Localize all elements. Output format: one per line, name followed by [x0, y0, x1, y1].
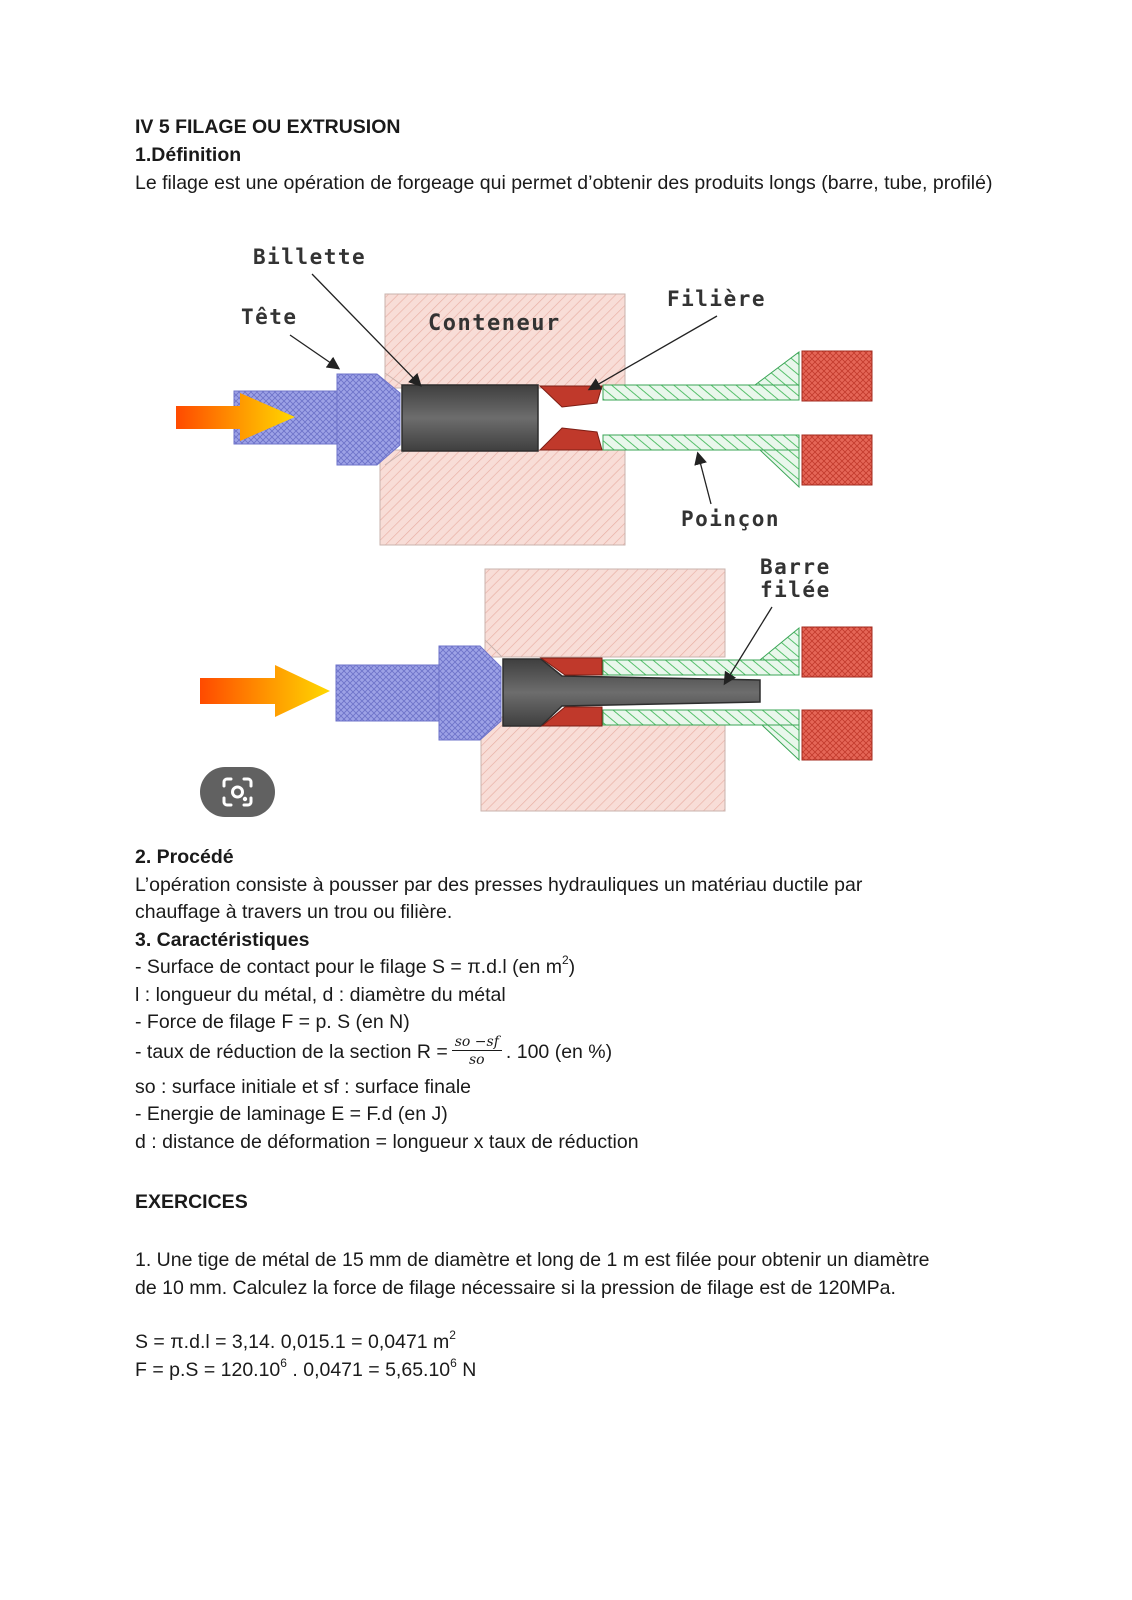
exercices-heading: EXERCICES — [135, 1191, 248, 1213]
mandrel-bottom-2 — [602, 709, 800, 726]
brick-bottom-2 — [801, 709, 873, 761]
definition-heading: 1.Définition — [135, 144, 242, 166]
mandrel-top-2 — [602, 659, 800, 676]
procede-line-1: L’opération consiste à pousser par des p… — [135, 874, 863, 896]
section-title: IV 5 FILAGE OU EXTRUSION — [135, 116, 401, 138]
label-filee: filée — [760, 578, 831, 602]
die-top — [538, 385, 603, 408]
force-formula: - Force de filage F = p. S (en N) — [135, 1011, 410, 1033]
force-arrow-bottom — [200, 665, 330, 717]
caracteristiques-heading: 3. Caractéristiques — [135, 929, 310, 951]
billet-extruded — [502, 658, 761, 727]
ram-rod-bottom — [335, 664, 440, 722]
definition-text: Le filage est une opération de forgeage … — [135, 172, 993, 194]
procede-line-2: chauffage à travers un trou ou filière. — [135, 901, 453, 923]
image-search-icon[interactable] — [200, 767, 275, 817]
label-filiere: Filière — [667, 287, 766, 311]
so-sf-definition: so : surface initiale et sf : surface fi… — [135, 1076, 471, 1098]
die-bottom — [538, 427, 603, 451]
d-definition: d : distance de déformation = longueur x… — [135, 1131, 639, 1153]
container-top-2 — [484, 568, 726, 658]
exercise-1-line-1: 1. Une tige de métal de 15 mm de diamètr… — [135, 1249, 930, 1271]
surface-formula: - Surface de contact pour le filage S = … — [135, 952, 576, 979]
mandrel-top — [602, 384, 800, 401]
exercise-1-line-2: de 10 mm. Calculez la force de filage né… — [135, 1277, 896, 1299]
label-tete: Tête — [241, 305, 298, 329]
l-d-definition: l : longueur du métal, d : diamètre du m… — [135, 984, 506, 1006]
energie-formula: - Energie de laminage E = F.d (en J) — [135, 1103, 448, 1125]
punch-head-top — [336, 373, 401, 466]
container-bottom — [379, 449, 626, 546]
taux-formula: - taux de réduction de la section R =so … — [135, 1033, 613, 1068]
label-poincon: Poinçon — [681, 507, 780, 531]
force-arrow-top — [176, 393, 295, 441]
label-barre: Barre — [760, 555, 831, 579]
extrusion-diagram: Billette Tête Conteneur Filière Poinçon … — [176, 245, 873, 812]
punch-head-bottom — [438, 645, 502, 741]
lens-glyph — [222, 777, 253, 807]
container-bottom-2 — [480, 716, 726, 812]
billet-top — [401, 384, 539, 452]
brick-top-1 — [801, 350, 873, 402]
label-conteneur: Conteneur — [428, 311, 561, 336]
mandrel-bottom — [602, 434, 800, 451]
label-billette: Billette — [253, 245, 366, 269]
surface-calculation: S = π.d.l = 3,14. 0,015.1 = 0,0471 m2 — [135, 1327, 456, 1354]
force-calculation: F = p.S = 120.106 . 0,0471 = 5,65.106 N — [135, 1355, 477, 1382]
container-top — [384, 293, 626, 389]
procede-heading: 2. Procédé — [135, 846, 234, 868]
brick-bottom-1 — [801, 434, 873, 486]
brick-top-2 — [801, 626, 873, 678]
